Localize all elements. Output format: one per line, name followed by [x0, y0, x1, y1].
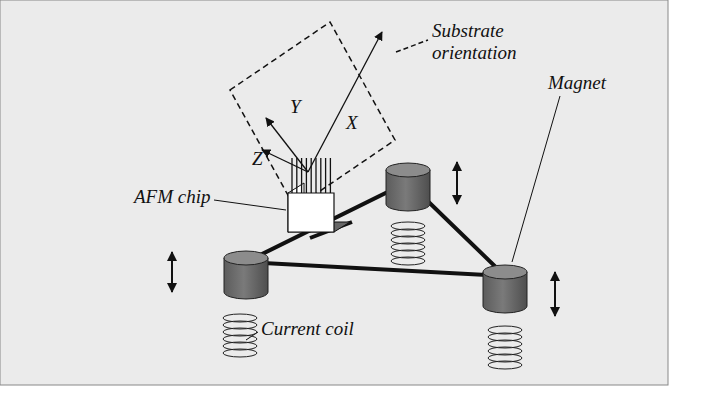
cantilever	[320, 158, 321, 193]
axis-arrow	[262, 150, 308, 172]
leader-line	[512, 96, 560, 262]
panel-ground	[0, 0, 668, 385]
cantilever	[291, 158, 292, 193]
cantilever	[306, 158, 307, 193]
cantilever	[330, 158, 331, 193]
part-label: Magnet	[548, 72, 606, 94]
leader-line	[214, 200, 286, 210]
magnet-cylinder	[386, 163, 430, 211]
cantilever	[315, 158, 316, 193]
cantilever	[325, 158, 326, 193]
motion-arrow	[171, 252, 173, 292]
current-coil	[391, 222, 425, 265]
triangle-frame	[246, 182, 505, 276]
motion-arrow	[554, 272, 556, 316]
cantilever	[311, 158, 312, 193]
substrate-plane	[230, 22, 395, 208]
part-label: AFM chip	[134, 186, 211, 208]
plane-label: Substrate orientation	[432, 20, 544, 64]
magnet-cylinder	[224, 251, 268, 299]
axis-arrow	[266, 118, 308, 172]
axis-label: X	[346, 112, 358, 134]
motion-arrow	[456, 162, 458, 204]
magnet-cylinder	[483, 265, 527, 313]
part-label: Current coil	[261, 318, 354, 340]
current-coil	[223, 314, 257, 357]
cantilever	[296, 158, 297, 193]
axis-label: Y	[290, 96, 301, 118]
axis-label: Z	[252, 148, 263, 170]
leader-line	[396, 40, 428, 52]
axis-arrow	[308, 32, 382, 172]
afm-chip	[288, 158, 350, 232]
current-coil	[488, 326, 522, 369]
